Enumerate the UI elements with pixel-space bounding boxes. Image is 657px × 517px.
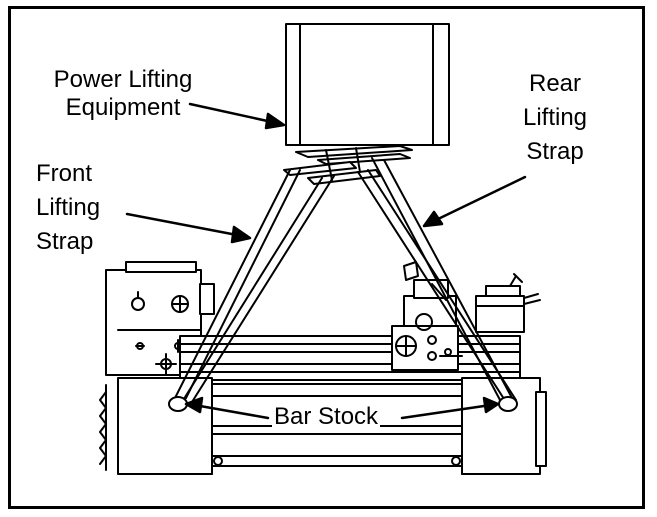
label-rear-lifting-strap-line2: Lifting bbox=[522, 104, 588, 131]
label-bar-stock: Bar Stock bbox=[272, 403, 381, 431]
label-front-lifting-strap-line3: Strap bbox=[36, 228, 94, 255]
lifting-straps bbox=[173, 157, 517, 403]
label-power-lifting-equipment: Power Lifting Equipment bbox=[28, 66, 218, 122]
label-front-lifting-strap-line1: Front bbox=[36, 160, 93, 187]
label-rear-lifting-strap-line3: Strap bbox=[526, 138, 584, 165]
label-power-lifting-equipment-line1: Power Lifting bbox=[53, 66, 193, 93]
label-power-lifting-equipment-line2: Equipment bbox=[65, 94, 181, 121]
label-rear-lifting-strap: Rear Lifting Strap bbox=[505, 70, 605, 166]
label-rear-lifting-strap-line1: Rear bbox=[528, 70, 582, 97]
label-front-lifting-strap: Front Lifting Strap bbox=[36, 160, 100, 256]
label-arrows bbox=[125, 102, 527, 420]
bar-stock-ends bbox=[168, 396, 518, 412]
label-front-lifting-strap-line2: Lifting bbox=[36, 194, 101, 221]
power-lifting-equipment-block bbox=[285, 23, 450, 146]
lathe bbox=[99, 261, 547, 475]
